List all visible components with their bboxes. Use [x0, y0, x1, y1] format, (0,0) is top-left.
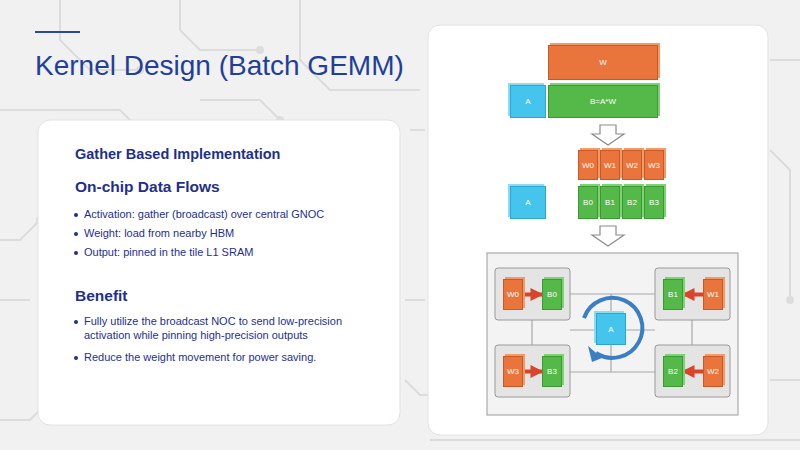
- text-panel-content: Gather Based ImplementationOn-chip Data …: [38, 120, 400, 425]
- weight-block: W: [548, 45, 658, 80]
- output-block: B1: [600, 186, 620, 219]
- weight-block: W1: [703, 279, 723, 310]
- block-label: A: [525, 97, 530, 106]
- section-heading: Gather Based Implementation: [75, 145, 385, 164]
- bullet-text: Weight: load from nearby HBM: [84, 226, 384, 240]
- bullet-text: Activation: gather (broadcast) over cent…: [84, 207, 384, 221]
- bullet-text: Fully utilize the broadcast NOC to send …: [84, 314, 384, 343]
- bullet-text: Reduce the weight movement for power sav…: [84, 350, 384, 364]
- output-block: B0: [542, 279, 562, 310]
- text-panel: [38, 120, 400, 425]
- weight-block: W3: [503, 356, 523, 387]
- load-arrow: [523, 293, 542, 297]
- block-label: B3: [547, 367, 557, 376]
- block-label: W2: [626, 161, 638, 170]
- block-label: B=A*W: [590, 97, 616, 106]
- down-arrow: [592, 226, 624, 246]
- block-label: B1: [605, 198, 615, 207]
- bullet-text: Output: pinned in the tile L1 SRAM: [84, 245, 384, 259]
- activation-block: A: [596, 313, 626, 345]
- broadcast-circle-arrow: [584, 298, 642, 362]
- weight-block: W0: [503, 279, 523, 310]
- output-block: B2: [622, 186, 642, 219]
- block-label: B2: [627, 198, 637, 207]
- section-heading: On-chip Data Flows: [75, 177, 385, 197]
- bullet-dot: [74, 251, 78, 255]
- block-label: W0: [582, 161, 594, 170]
- output-block: B0: [578, 186, 598, 219]
- load-arrow: [523, 370, 542, 374]
- activation-block: A: [510, 186, 546, 219]
- block-label: W3: [507, 367, 519, 376]
- block-label: W0: [507, 290, 519, 299]
- block-label: W3: [648, 161, 660, 170]
- block-label: W2: [707, 367, 719, 376]
- load-arrow: [683, 370, 703, 374]
- block-label: B2: [668, 367, 678, 376]
- weight-block: W3: [644, 150, 664, 180]
- weight-block: W0: [578, 150, 598, 180]
- bullet-dot: [74, 213, 78, 217]
- bullet-dot: [74, 356, 78, 360]
- load-arrow: [683, 293, 703, 297]
- weight-block: W1: [600, 150, 620, 180]
- bullet-dot: [74, 320, 78, 324]
- figure-panel: [428, 25, 768, 435]
- block-label: W: [599, 58, 607, 67]
- output-block: B2: [663, 356, 683, 387]
- tile: [495, 268, 730, 397]
- chip-frame: [487, 253, 738, 415]
- section-heading: Benefit: [75, 286, 385, 306]
- block-label: B3: [649, 198, 659, 207]
- weight-block: W2: [622, 150, 642, 180]
- weight-block: W2: [703, 356, 723, 387]
- block-label: W1: [604, 161, 616, 170]
- block-label: B0: [583, 198, 593, 207]
- slide-title: Kernel Design (Batch GEMM): [35, 50, 404, 82]
- bullet-dot: [74, 232, 78, 236]
- block-label: A: [525, 198, 530, 207]
- block-label: A: [608, 325, 613, 334]
- block-label: W1: [707, 290, 719, 299]
- output-block: B3: [644, 186, 664, 219]
- down-arrow: [592, 125, 624, 145]
- output-block: B1: [663, 279, 683, 310]
- block-label: B0: [547, 290, 557, 299]
- block-label: B1: [668, 290, 678, 299]
- output-block: B3: [542, 356, 562, 387]
- output-block: B=A*W: [548, 85, 658, 118]
- activation-block: A: [510, 85, 546, 118]
